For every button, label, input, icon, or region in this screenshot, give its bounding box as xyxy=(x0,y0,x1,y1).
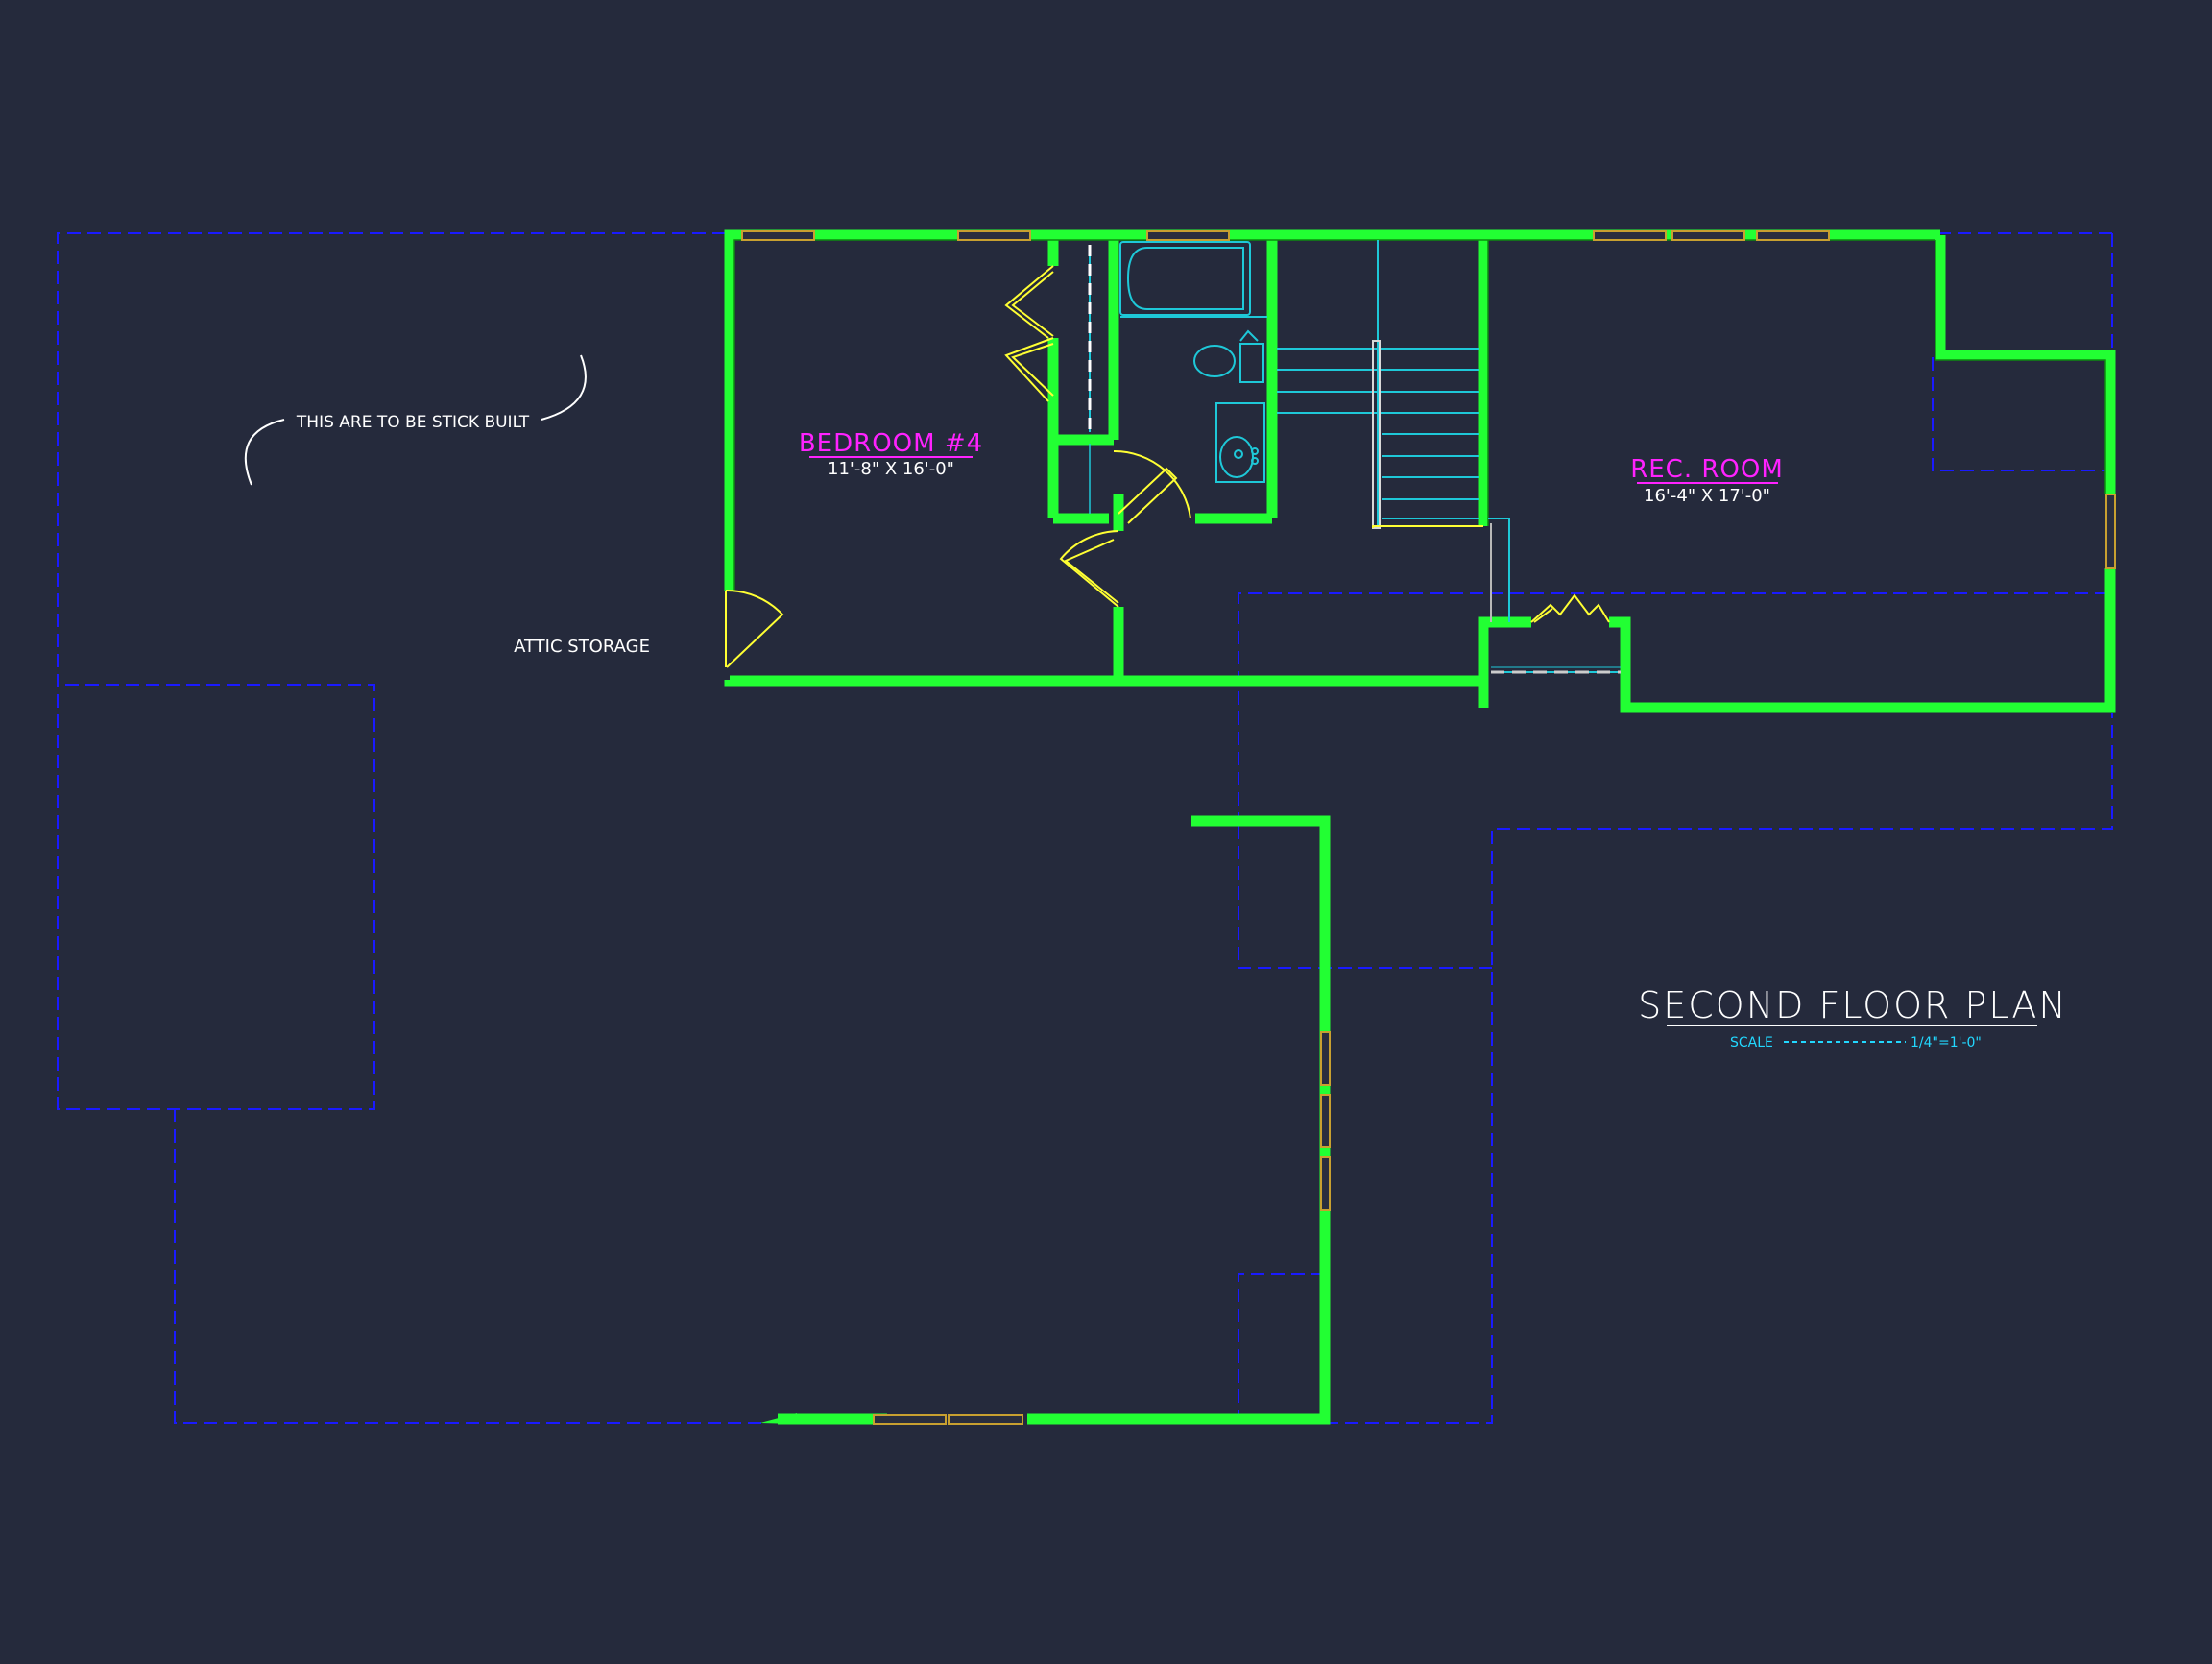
bedroom-4-label: BEDROOM #4 xyxy=(799,429,983,458)
hidden-outline-lines xyxy=(57,232,2113,1424)
wall-inner-lines xyxy=(733,239,2106,591)
closet-shelving xyxy=(1088,245,1621,674)
stick-built-note: THIS ARE TO BE STICK BUILT xyxy=(296,413,530,432)
scale-label: SCALE xyxy=(1730,1035,1773,1050)
scale-value: 1/4"=1'-0" xyxy=(1911,1035,1982,1050)
wall-ends xyxy=(760,818,1330,1424)
attic-storage-note: ATTIC STORAGE xyxy=(514,637,650,657)
windows xyxy=(741,230,2116,1425)
doors xyxy=(725,265,1610,668)
bath-fixtures xyxy=(1119,241,1267,483)
bedroom-4-size: 11'-8" X 16'-0" xyxy=(828,459,954,479)
plan-title: SECOND FLOOR PLAN xyxy=(1638,984,2068,1026)
rec-room-label: REC. ROOM xyxy=(1630,455,1784,484)
note-leaders xyxy=(244,354,587,486)
stairs xyxy=(1277,240,1510,622)
rec-room-size: 16'-4" X 17'-0" xyxy=(1644,486,1770,506)
